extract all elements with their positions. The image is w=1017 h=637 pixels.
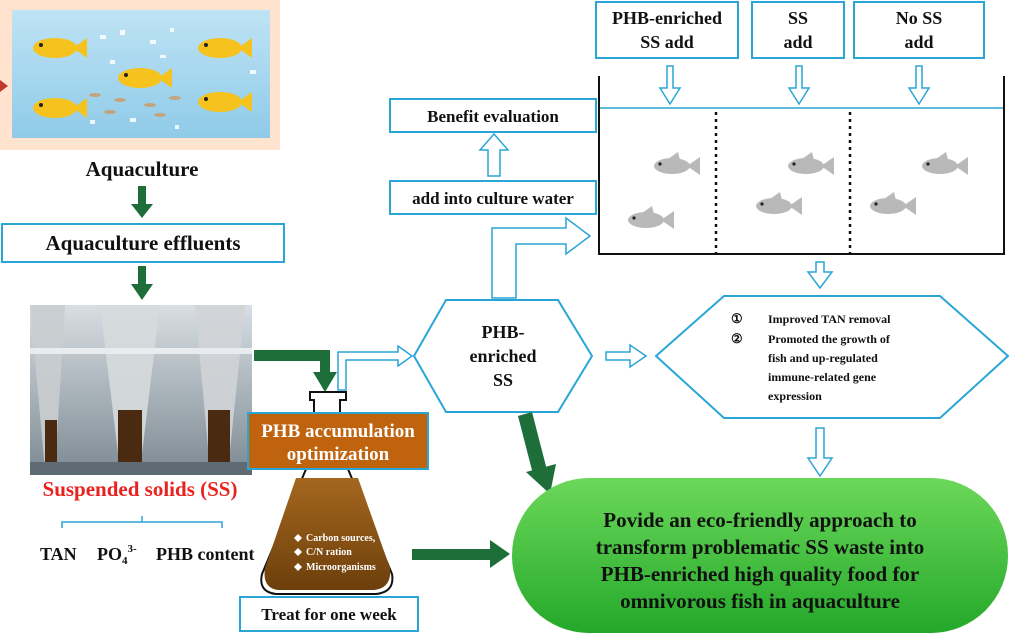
fish-tank (598, 76, 1005, 255)
arrow-phb-ss-to-tanks (491, 216, 592, 299)
tank-label-phb-1: PHB-enriched (612, 8, 722, 28)
ss-components-bracket (61, 516, 223, 528)
result-item-2c: immune-related gene (768, 370, 877, 384)
conclusion-pill (512, 478, 1008, 633)
flask-note: Carbon sources, (306, 533, 376, 544)
results-hexagon (654, 295, 1010, 419)
arrow-phb-ss-to-conclusion (518, 412, 556, 494)
tank-label-no-ss-1: No SS (896, 8, 943, 28)
add-water-box (389, 180, 597, 215)
conclusion-line-3: PHB-enriched high quality food for (601, 562, 920, 586)
conclusion-line-1: Povide an eco-friendly approach to (603, 508, 916, 532)
ss-component-phb: PHB content (156, 544, 255, 564)
phb-ss-line-2: enriched (470, 346, 537, 366)
arrow-phb-ss-to-results (605, 343, 648, 369)
suspended-solids-label: Suspended solids (SS) (43, 477, 238, 501)
effluents-box (1, 223, 285, 263)
flask-notes: Carbon sources, C/N ration Microorganism… (294, 533, 376, 573)
result-item-2b: fish and up-regulated (768, 351, 878, 365)
flask-note: C/N ration (306, 547, 352, 558)
phb-ss-line-1: PHB- (482, 322, 525, 342)
aquaculture-label: Aquaculture (86, 157, 199, 181)
suspended-solids-photo (30, 305, 252, 475)
treat-label: Treat for one week (261, 605, 397, 624)
conclusion-line-4: omnivorous fish in aquaculture (620, 589, 900, 613)
treat-box (239, 596, 419, 632)
result-number-2: ② (731, 331, 743, 346)
flask-note: Microorganisms (306, 562, 376, 573)
phb-optimization-label-2: optimization (287, 444, 390, 465)
tank-label-phb-2: SS add (640, 32, 694, 52)
ss-component-tan: TAN (40, 544, 77, 564)
arrow-flask-to-phb-ss (337, 344, 414, 391)
phb-optimization-box (247, 412, 429, 470)
result-item-2d: expression (768, 389, 822, 403)
result-item-2a: Promoted the growth of (768, 332, 891, 346)
phb-ss-line-3: SS (493, 370, 513, 390)
arrow-results-to-conclusion (806, 427, 834, 478)
arrow-aquaculture-to-effluents (131, 186, 153, 218)
tank-label-no-ss-2: add (904, 32, 933, 52)
ss-component-po4: PO43- (97, 543, 137, 567)
benefit-box (389, 98, 597, 133)
arrow-ss-to-flask (254, 350, 337, 392)
arrow-effluents-to-ss (131, 266, 153, 300)
arrow-flask-to-conclusion (412, 540, 510, 568)
tank-input-arrows (658, 65, 931, 106)
result-item-1: Improved TAN removal (768, 312, 891, 326)
tank-label-box-no-ss (853, 1, 985, 59)
tank-label-ss-2: add (783, 32, 812, 52)
conclusion-line-2: transform problematic SS waste into (596, 535, 925, 559)
benefit-label: Benefit evaluation (427, 107, 559, 126)
tank-label-ss-1: SS (788, 8, 808, 28)
tank-label-box-phb (595, 1, 739, 59)
arrow-tank-to-results (806, 261, 834, 290)
effluents-label: Aquaculture effluents (45, 231, 240, 255)
result-number-1: ① (731, 311, 743, 326)
add-water-label: add into culture water (412, 189, 574, 208)
phb-enriched-ss-hexagon (412, 299, 594, 413)
arrow-to-benefit (478, 132, 510, 177)
tank-label-box-ss (751, 1, 845, 59)
aquaculture-tank-image (0, 0, 280, 150)
flask-image (260, 391, 394, 595)
phb-optimization-label-1: PHB accumulation (261, 421, 415, 442)
